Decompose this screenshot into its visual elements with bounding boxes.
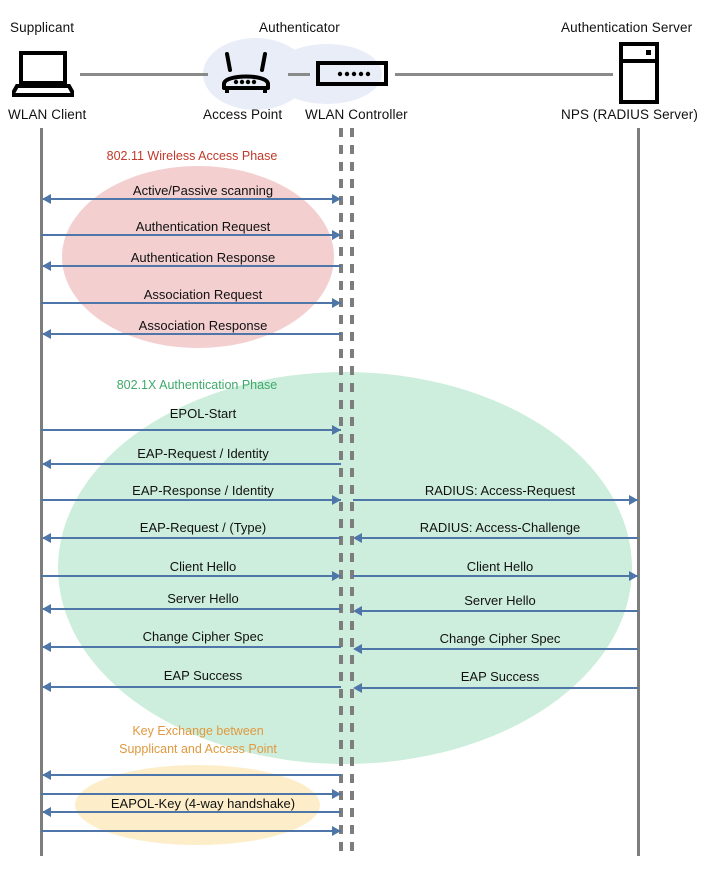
actor-device-wlan-controller: WLAN Controller: [305, 107, 408, 122]
message-arrowhead-eap-request-identity: [42, 459, 51, 469]
phase-label-dot1x: 802.1X Authentication Phase: [116, 378, 278, 392]
message-arrowhead-eapol-key-1: [42, 770, 51, 780]
message-arrowhead-client-hello-left: [332, 571, 341, 581]
message-arrowhead-authentication-response: [42, 261, 51, 271]
actor-device-wlan-client: WLAN Client: [8, 107, 87, 122]
message-label-eap-request-type: EAP-Request / (Type): [139, 520, 267, 535]
message-label-authentication-response: Authentication Response: [130, 250, 276, 265]
message-arrowhead-active-passive-scanning: [42, 194, 51, 204]
message-line-client-hello-right: [353, 575, 638, 577]
message-line-server-hello-right: [355, 610, 638, 612]
message-arrowhead-change-cipher-spec-right: [353, 644, 362, 654]
message-label-server-hello-right: Server Hello: [464, 593, 536, 608]
actor-role-authentication-server: Authentication Server: [561, 20, 693, 35]
message-line-eapol-key-1: [43, 774, 341, 776]
message-line-active-passive-scanning: [43, 198, 341, 200]
message-label-change-cipher-spec-left: Change Cipher Spec: [142, 629, 264, 644]
actor-device-access-point: Access Point: [203, 107, 283, 122]
message-line-server-hello-left: [43, 608, 341, 610]
message-arrowhead-eap-request-type: [42, 533, 51, 543]
phase-label-key-exchange-line2: Supplicant and Access Point: [119, 742, 277, 756]
message-label-association-response: Association Response: [138, 318, 268, 333]
message-arrowhead-radius-access-request: [629, 495, 638, 505]
message-arrowhead-association-response: [42, 329, 51, 339]
actor-device-nps-radius-server: NPS (RADIUS Server): [561, 107, 698, 122]
access-point-icon: [216, 48, 276, 96]
message-label-eap-response-identity: EAP-Response / Identity: [132, 483, 274, 498]
message-arrowhead-association-request: [332, 298, 341, 308]
wlan-controller-icon: [316, 60, 388, 88]
laptop-icon: [8, 50, 78, 98]
message-arrowhead-client-hello-right: [629, 571, 638, 581]
message-line-eap-success-right: [355, 687, 638, 689]
message-arrowhead-eap-response-identity: [332, 495, 341, 505]
message-label-eap-success-left: EAP Success: [163, 668, 243, 683]
lifeline-wlan-controller: [350, 128, 354, 856]
lifeline-authentication-server: [637, 128, 640, 856]
message-line-association-response: [43, 333, 341, 335]
message-label-client-hello-left: Client Hello: [169, 559, 237, 574]
message-arrowhead-eapol-start: [332, 425, 341, 435]
phase-ellipse-dot1x: [58, 372, 632, 764]
message-arrowhead-eapol-key-3: [42, 807, 51, 817]
message-label-eapol-key: EAPOL-Key (4-way handshake): [110, 796, 296, 811]
message-line-eap-request-identity: [43, 463, 341, 465]
lifeline-supplicant: [40, 128, 43, 856]
message-line-eap-response-identity: [41, 499, 341, 501]
message-line-eap-request-type: [43, 537, 341, 539]
message-label-eap-request-identity: EAP-Request / Identity: [137, 446, 269, 461]
message-arrowhead-eap-success-left: [42, 682, 51, 692]
message-line-radius-access-request: [353, 499, 638, 501]
message-arrowhead-server-hello-left: [42, 604, 51, 614]
message-line-change-cipher-spec-right: [355, 648, 638, 650]
message-line-client-hello-left: [41, 575, 341, 577]
message-label-eap-success-right: EAP Success: [460, 669, 540, 684]
actor-role-supplicant: Supplicant: [10, 20, 75, 35]
message-arrowhead-radius-access-challenge: [353, 533, 362, 543]
server-rack-icon: [619, 42, 659, 104]
message-label-eapol-start: EPOL-Start: [169, 406, 237, 421]
phase-label-wireless-access: 802.11 Wireless Access Phase: [106, 149, 278, 163]
link-client-to-ap: [80, 73, 208, 76]
message-line-eap-success-left: [43, 686, 341, 688]
message-line-eapol-start: [41, 429, 341, 431]
message-label-radius-access-request: RADIUS: Access-Request: [424, 483, 576, 498]
message-line-change-cipher-spec-left: [43, 646, 341, 648]
message-arrowhead-eapol-key-4: [332, 826, 341, 836]
message-line-eapol-key-2: [41, 793, 341, 795]
message-label-radius-access-challenge: RADIUS: Access-Challenge: [419, 520, 581, 535]
message-arrowhead-active-passive-scanning-2: [332, 194, 341, 204]
message-line-eapol-key-4: [41, 830, 341, 832]
message-label-association-request: Association Request: [143, 287, 263, 302]
link-ap-to-controller: [288, 73, 310, 76]
message-line-authentication-response: [43, 265, 341, 267]
link-controller-to-server: [395, 73, 613, 76]
message-arrowhead-eap-success-right: [353, 683, 362, 693]
phase-ellipse-wireless-access: [62, 166, 334, 348]
message-line-association-request: [41, 302, 341, 304]
phase-label-key-exchange-line1: Key Exchange between: [132, 724, 264, 738]
message-line-eapol-key-3: [43, 811, 341, 813]
lifeline-access-point: [339, 128, 343, 856]
message-line-authentication-request: [41, 234, 341, 236]
message-arrowhead-server-hello-right: [353, 606, 362, 616]
message-line-radius-access-challenge: [355, 537, 638, 539]
message-label-authentication-request: Authentication Request: [135, 219, 271, 234]
message-arrowhead-authentication-request: [332, 230, 341, 240]
message-label-server-hello-left: Server Hello: [167, 591, 239, 606]
message-label-client-hello-right: Client Hello: [466, 559, 534, 574]
message-label-active-passive-scanning: Active/Passive scanning: [132, 183, 274, 198]
message-arrowhead-change-cipher-spec-left: [42, 642, 51, 652]
message-arrowhead-eapol-key-2: [332, 789, 341, 799]
actor-role-authenticator: Authenticator: [259, 20, 340, 35]
message-label-change-cipher-spec-right: Change Cipher Spec: [439, 631, 561, 646]
